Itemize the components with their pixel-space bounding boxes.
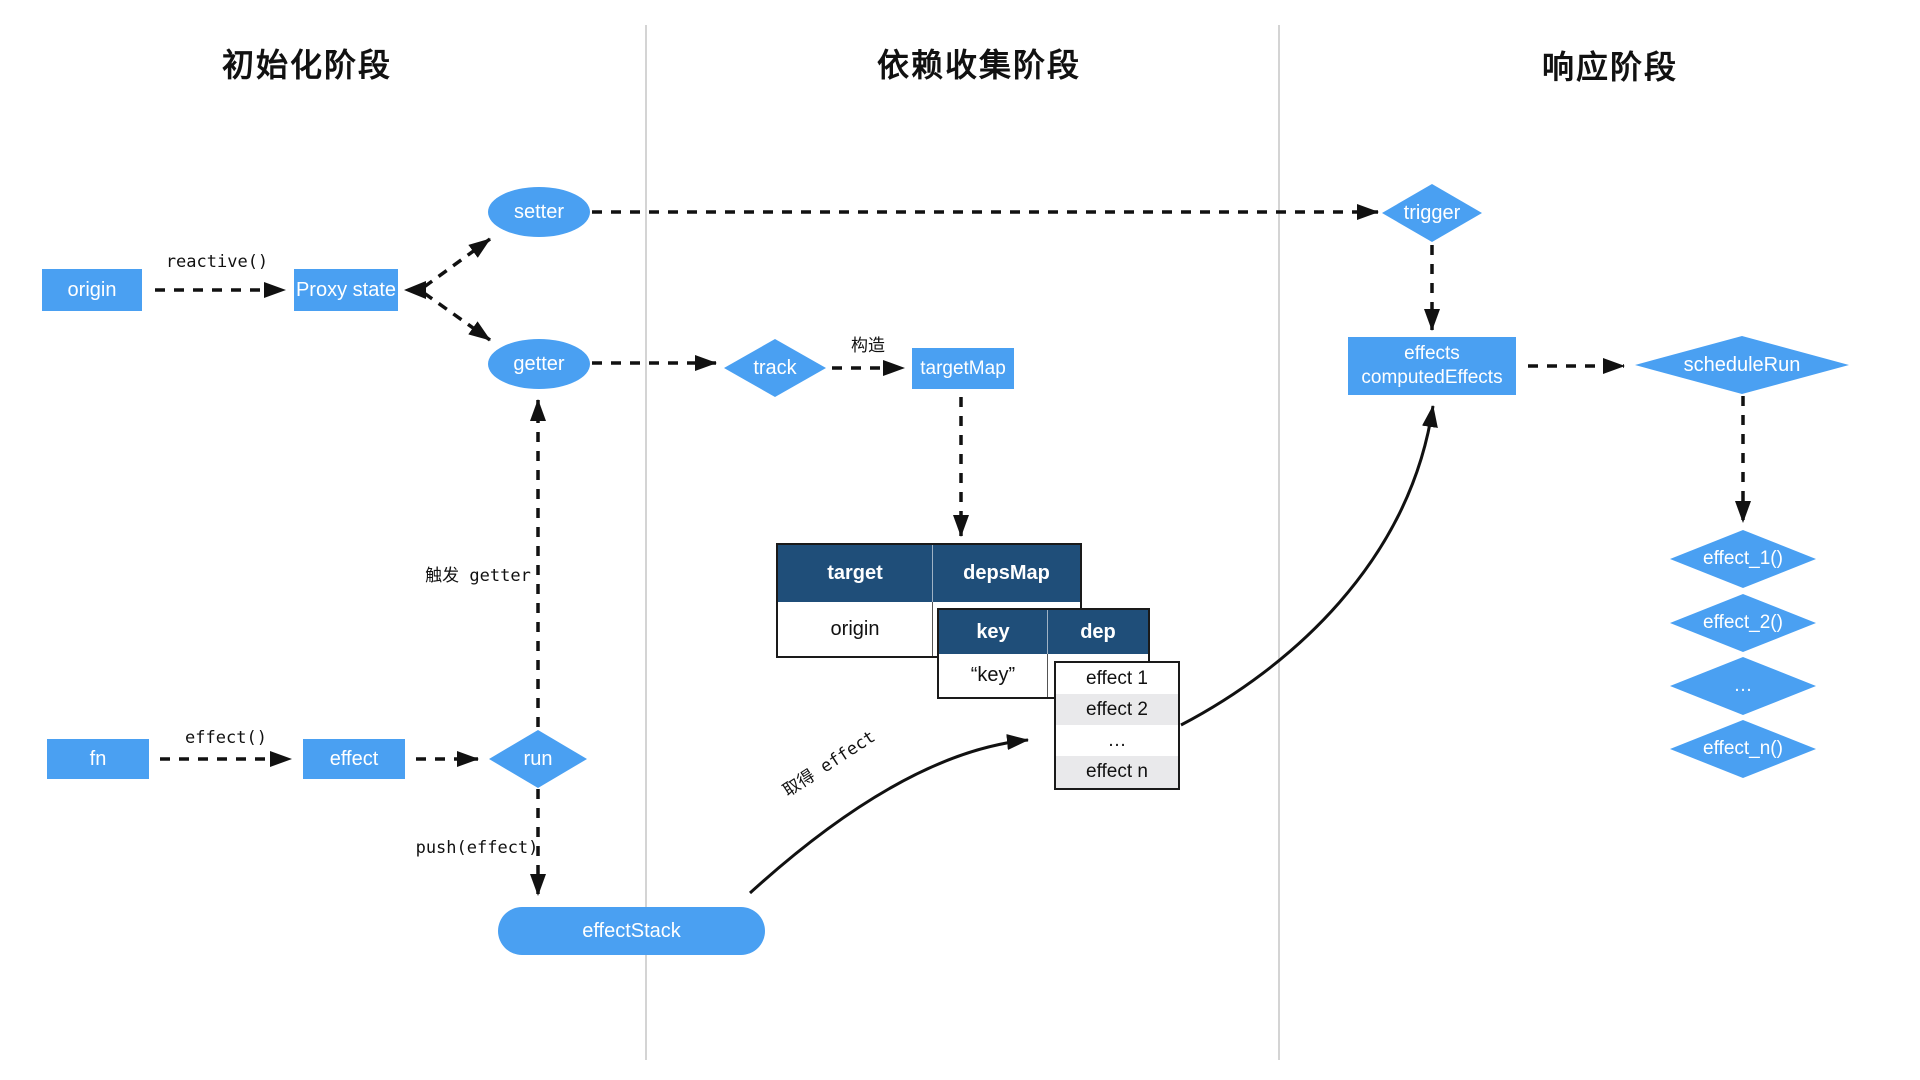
table-header-dep: dep	[1047, 610, 1148, 654]
label-construct: 构造	[851, 336, 885, 356]
node-getter: getter	[488, 339, 590, 389]
curve-deplist-to-effects	[1180, 405, 1438, 727]
node-setter: setter	[488, 187, 590, 237]
node-fn: fn	[47, 739, 149, 779]
curve-effectstack-to-deplist	[748, 734, 1029, 895]
label-trigger-getter: 触发 getter	[425, 566, 531, 586]
arrow-proxy-to-getter	[422, 291, 492, 342]
table-dep-effect-list: effect 1 effect 2 … effect n	[1054, 661, 1180, 790]
label-push-effect: push(effect)	[415, 838, 539, 858]
node-effect: effect	[303, 739, 405, 779]
table-header-key: key	[976, 620, 1010, 643]
title-init-phase: 初始化阶段	[221, 47, 393, 83]
arrowhead-into-proxy	[404, 281, 426, 299]
effects-line1: effects	[1404, 343, 1460, 365]
table-header-depsmap: depsMap	[932, 545, 1080, 602]
node-effect-stack: effectStack	[498, 907, 765, 955]
table-cell-origin: origin	[830, 617, 880, 640]
table-cell-key: “key”	[970, 664, 1016, 686]
dep-list-row: …	[1056, 725, 1178, 756]
node-target-map: targetMap	[912, 348, 1014, 389]
label-reactive-call: reactive()	[165, 252, 269, 272]
effects-line2: computedEffects	[1361, 367, 1503, 388]
table-header-target: target	[827, 562, 883, 584]
table-cell-dep-value	[1047, 654, 1148, 697]
node-effects-computed-effects: effects computedEffects	[1348, 337, 1516, 395]
node-origin: origin	[42, 269, 142, 311]
title-respond-phase: 响应阶段	[1541, 49, 1679, 85]
dep-list-row: effect 2	[1056, 694, 1178, 725]
dep-list-row: effect 1	[1056, 663, 1178, 694]
arrow-proxy-to-setter	[422, 237, 492, 289]
table-cell-depsmap-value	[932, 602, 1080, 656]
node-proxy-state: Proxy state	[294, 269, 398, 311]
label-effect-call: effect()	[185, 728, 267, 748]
dep-list-row: effect n	[1056, 756, 1178, 788]
title-collect-phase: 依赖收集阶段	[876, 47, 1082, 83]
